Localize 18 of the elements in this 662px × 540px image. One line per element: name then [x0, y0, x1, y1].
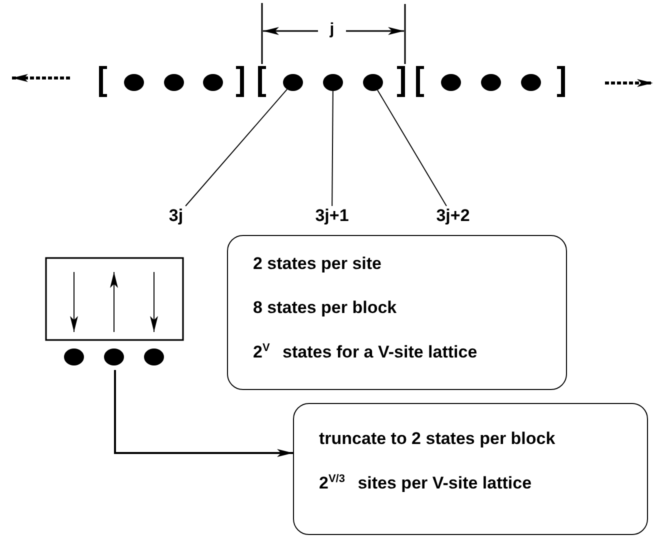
leader-line — [377, 90, 447, 206]
site-dot — [363, 74, 383, 91]
site-dot — [283, 74, 303, 91]
info-text: 2$^{V/3}$ sites per V-site lattice — [319, 473, 532, 494]
site-index-label: 3j — [161, 206, 191, 228]
arrow — [114, 370, 293, 457]
info-text: 2$^{V}$ states for a V-site lattice — [253, 342, 478, 363]
site-index-label: 3j+1 — [312, 206, 352, 228]
leader-line — [185, 88, 288, 206]
info-box — [293, 403, 648, 535]
leader-line — [332, 90, 334, 206]
dimension-label: j — [328, 21, 336, 39]
info-box — [227, 235, 567, 390]
info-text: 2 states per site — [253, 254, 382, 274]
site-dot — [323, 74, 343, 91]
site-index-label: 3j+2 — [432, 206, 474, 228]
info-text: truncate to 2 states per block — [319, 429, 556, 449]
info-text: 8 states per block — [253, 298, 397, 318]
